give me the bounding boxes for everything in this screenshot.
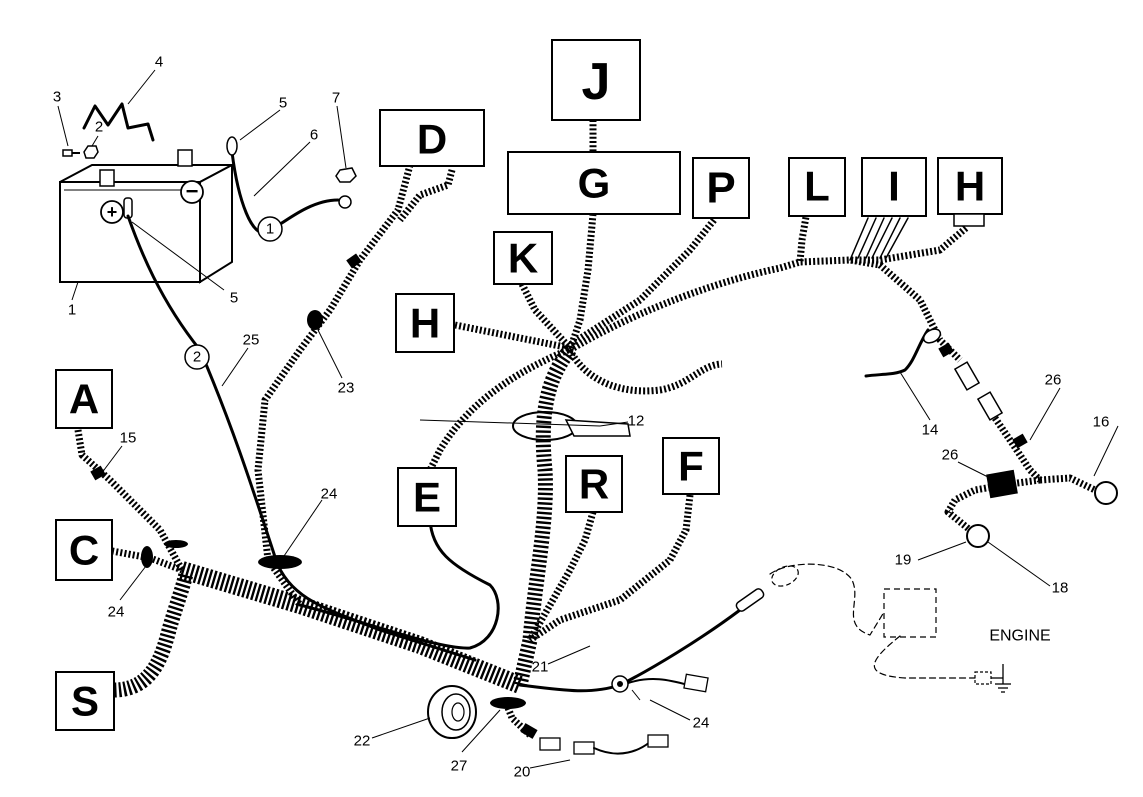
ground-icon [991, 664, 1011, 693]
callout-15: 15 [120, 430, 137, 447]
callout-23: 23 [338, 380, 355, 397]
connector-d-label: D [417, 116, 447, 163]
connector-a-label: A [69, 376, 99, 423]
callout-5-battery: 5 [230, 290, 238, 307]
circled-marker-2 [184, 344, 210, 370]
connector-r-box [565, 455, 623, 513]
connector-g-box [507, 151, 681, 215]
callout-4: 4 [155, 54, 163, 71]
connector-i-label: I [888, 163, 900, 210]
callout-5-cable: 5 [279, 95, 287, 112]
connector-l-box [788, 157, 846, 217]
battery [59, 149, 233, 284]
callout-3: 3 [53, 89, 61, 106]
callout-26-upper: 26 [1045, 372, 1062, 389]
circled-marker-2-label: 2 [193, 349, 201, 366]
connector-j-box [551, 39, 641, 121]
callout-22: 22 [354, 733, 371, 750]
callout-24-right: 24 [693, 715, 710, 732]
callout-24-center: 24 [321, 486, 338, 503]
connector-e-box [397, 467, 457, 527]
connector-g-label: G [578, 160, 611, 207]
callout-16: 16 [1093, 414, 1110, 431]
callout-2: 2 [95, 119, 103, 136]
connector-f-label: F [678, 443, 704, 490]
connector-r-label: R [579, 461, 609, 508]
connector-a-box [55, 369, 113, 429]
connector-h-center-label: H [410, 300, 440, 347]
callout-7: 7 [332, 90, 340, 107]
connector-c-box [55, 519, 113, 581]
battery-negative-icon: − [186, 179, 199, 204]
engine-outline [769, 563, 1011, 693]
battery-positive-icon: + [107, 202, 118, 222]
callout-26-lower: 26 [942, 447, 959, 464]
connector-f-box [662, 437, 720, 495]
connector-l-label: L [804, 163, 830, 210]
callout-20: 20 [514, 764, 531, 781]
connector-j-label: J [582, 53, 611, 111]
circled-marker-1-label: 1 [266, 221, 274, 238]
connector-s-box [55, 671, 115, 731]
connector-h-right-label: H [955, 163, 985, 210]
callout-6: 6 [310, 127, 318, 144]
connector-i-box [861, 157, 927, 217]
callout-19: 19 [895, 552, 912, 569]
callout-27: 27 [451, 758, 468, 775]
connector-e-label: E [413, 474, 441, 521]
connector-p-box [692, 157, 750, 219]
connector-c-label: C [69, 527, 99, 574]
callout-21: 21 [532, 659, 549, 676]
engine-label: ENGINE [989, 628, 1050, 645]
connector-d-box [379, 109, 485, 167]
callout-18: 18 [1052, 580, 1069, 597]
connector-k-label: K [508, 235, 538, 282]
callout-12: 12 [628, 413, 645, 430]
connector-h-center-box [395, 293, 455, 353]
callout-14: 14 [922, 422, 939, 439]
connector-s-label: S [71, 678, 99, 725]
circled-marker-1 [257, 216, 283, 242]
callout-25: 25 [243, 332, 260, 349]
connector-k-box [493, 231, 553, 285]
connector-p-label: P [706, 164, 735, 213]
callout-1: 1 [68, 302, 76, 319]
leader-lines [57, 69, 1119, 769]
callout-24-left: 24 [108, 604, 125, 621]
